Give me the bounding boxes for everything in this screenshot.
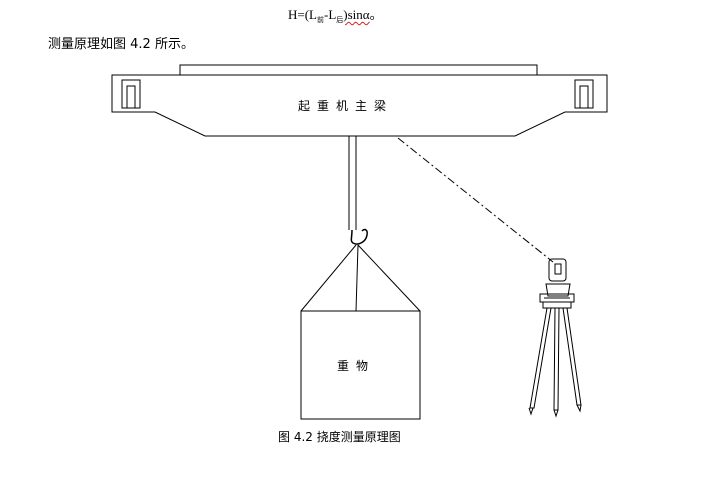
formula-rhs: )sinα <box>343 7 370 22</box>
left-end-carriage <box>121 79 141 109</box>
formula-sub-front: 前 <box>317 16 324 24</box>
right-end-carriage <box>574 79 594 109</box>
beam-label: 起重机主梁 <box>298 99 394 113</box>
hoist-rope <box>348 136 357 230</box>
theodolite-instrument <box>539 258 575 309</box>
formula-lhs: H=(L <box>288 7 317 22</box>
formula: H=(L前-L后)sinα。 <box>288 4 383 25</box>
formula-end: 。 <box>369 7 383 22</box>
tripod <box>528 307 582 418</box>
weight-box <box>300 310 421 420</box>
sling-ropes <box>300 244 421 312</box>
intro-paragraph: 测量原理如图 4.2 所示。 <box>48 37 194 52</box>
formula-sub-back: 后 <box>336 16 344 24</box>
crane-main-girder <box>111 74 608 137</box>
formula-mid: -L <box>324 7 337 22</box>
figure-caption: 图 4.2 挠度测量原理图 <box>278 430 401 444</box>
crane-hook <box>350 228 368 245</box>
beam-top-rail <box>179 64 538 76</box>
weight-label: 重物 <box>337 359 376 373</box>
sight-line <box>397 137 554 263</box>
